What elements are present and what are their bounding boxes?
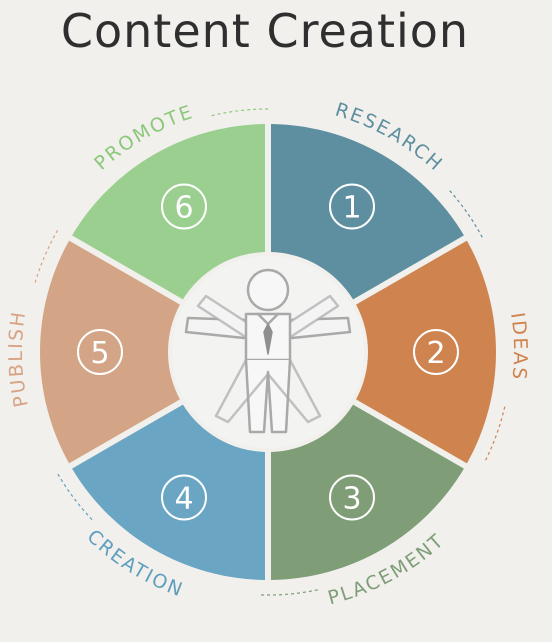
label-dashed-arc — [258, 589, 318, 596]
label-dashed-arc — [211, 108, 271, 117]
segment-publish — [40, 240, 180, 464]
segment-creation — [72, 404, 266, 580]
segment-number-1: 1 — [329, 183, 375, 230]
segment-number-5: 5 — [77, 329, 123, 375]
segment-label-ideas: IDEAS — [506, 311, 531, 382]
segment-number-text: 3 — [342, 481, 361, 516]
segment-number-text: 5 — [90, 336, 109, 371]
segment-number-text: 6 — [174, 191, 193, 226]
segment-number-6: 6 — [161, 183, 207, 230]
segment-number-2: 2 — [413, 329, 459, 375]
segment-number-3: 3 — [329, 474, 375, 521]
label-dashed-arc — [449, 190, 484, 240]
label-dashed-arc — [56, 471, 93, 520]
segment-promote — [72, 124, 266, 300]
segment-number-text: 2 — [426, 336, 445, 371]
segment-number-text: 4 — [174, 481, 193, 516]
vitruvian-businessman-icon — [184, 268, 352, 434]
segment-ideas — [356, 240, 496, 464]
label-dashed-arc — [483, 406, 506, 463]
page-title: Content Creation — [60, 4, 470, 58]
segment-research — [270, 124, 464, 300]
label-dashed-arc — [34, 227, 60, 283]
segment-number-4: 4 — [161, 474, 207, 521]
segment-placement — [270, 404, 464, 580]
segment-number-text: 1 — [342, 191, 361, 226]
segment-label-publish: PUBLISH — [5, 309, 33, 409]
